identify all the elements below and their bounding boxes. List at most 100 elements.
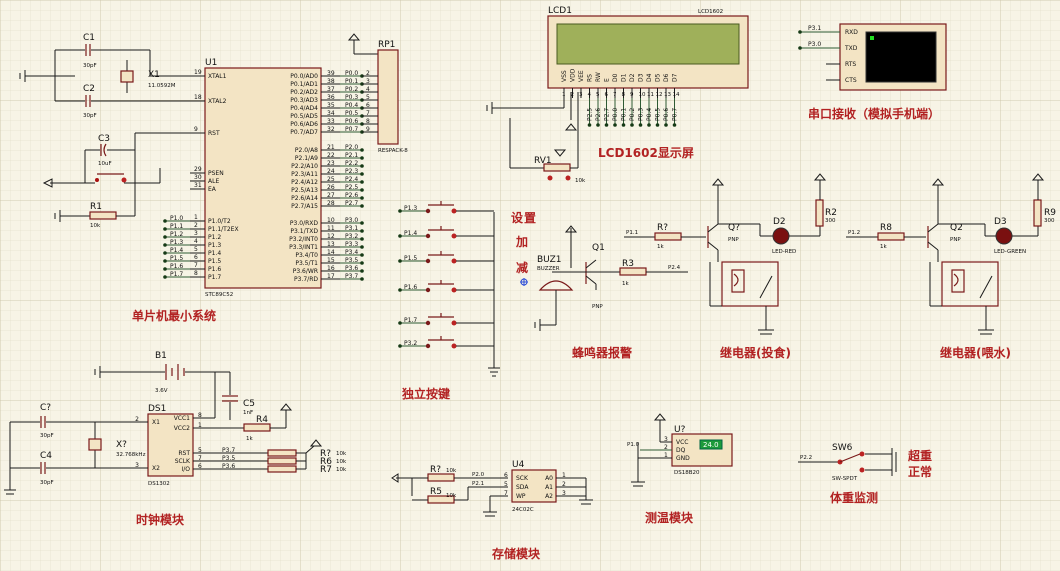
buzzer-ref: BUZ1 [537,255,562,265]
lcd-net-terminal [638,123,643,127]
mcu-right-net-label: P2.1 [345,152,358,159]
relay-feed-r-val: 1k [657,244,664,250]
u4-left-pin-name: SCK [516,475,529,482]
mcu-left-pin-name: P1.5 [208,258,221,265]
c3-ref: C3 [98,134,110,144]
key-set-label: 设 [511,210,524,225]
temp-pin-num: 1 [664,452,668,459]
lcd-net-label: P0.1 [621,108,628,121]
relay-water-r-val: 1k [880,244,887,250]
lcd-net-terminal [655,123,660,127]
lcd-pin-name: D3 [638,73,645,82]
mcu-right-net-terminal [360,156,364,160]
mcu-left-pin-num: 9 [194,126,198,133]
mcu-right-pin-num: 23 [327,160,335,167]
mcu-right-net-label: P2.2 [345,160,358,167]
weight-net: P2.2 [800,455,812,461]
buzzer-net: P2.4 [668,265,681,271]
relay-water-r-ref: R8 [880,223,892,233]
u4-ref: U4 [512,460,525,470]
relay-feed-r2-val: 300 [825,218,836,224]
title-storage: 存储模块 [491,546,541,561]
rp1-pin-num: 5 [366,94,370,101]
mcu-right-net-terminal [360,172,364,176]
lcd-pin-name: VSS [561,70,568,82]
mcu-right-pin-num: 34 [327,110,335,117]
mcu-left-net-label: P1.3 [170,239,183,246]
key-set-label-2: 置 [524,211,536,225]
rp1-pin-num: 6 [366,102,370,109]
key-net-label: P3.2 [404,340,417,347]
ds1302-right-pin-num: 1 [198,422,202,429]
key-net-terminal [398,259,402,263]
lcd-pin-num: 8 [622,92,626,98]
title-temp: 测温模块 [645,510,694,525]
mcu-left-net-terminal [163,251,167,255]
mcu-right-pin-name: P3.4/T0 [295,252,318,259]
temp-display: 24.0 [703,441,719,449]
rp1-pin-num: 3 [366,78,370,85]
lcd-pin-num: 3 [579,92,583,98]
mcu-right-pin-num: 11 [327,225,335,232]
mcu-right-pin-num: 32 [327,126,335,133]
mcu-right-pin-num: 13 [327,241,335,248]
lcd-part: LCD1602 [698,9,723,15]
title-keys: 独立按键 [401,386,450,401]
clock-section: B1 3.6V C5 1nF R4 1k DS1 DS1302 X12X23VC… [4,351,347,495]
mcu-left-pin-name: RST [208,130,220,137]
mcu-right-net-label: P2.7 [345,200,358,207]
key-net-terminal [398,321,402,325]
relay-feed-led-ref: D2 [773,217,786,227]
u4-right-pin-num: 3 [562,490,566,497]
independent-keys: P1.3P1.4P1.5P1.6P1.7P3.2 [398,201,500,377]
mcu-right-net-terminal [360,196,364,200]
rp1-pin-num: 8 [366,118,370,125]
mcu-left-pin-name: EA [208,186,217,193]
rp1-part: RESPACK-8 [378,148,408,154]
lcd-pin-name: D5 [655,73,662,82]
mcu-left-pin-num: 8 [194,270,198,277]
lcd-pin-num: 6 [605,92,609,98]
lcd-pin-num: 7 [613,92,617,98]
sw6-part: SW-SPDT [832,476,858,482]
mcu-right-pin-name: P0.2/AD2 [290,89,318,96]
ds1302-right-pin-num: 8 [198,412,202,419]
mcu-right-net-label: P3.1 [345,225,358,232]
rv1-val: 10k [575,178,586,184]
xq-ref: X? [116,440,127,450]
title-serial: 串口接收（模拟手机端） [808,106,940,121]
mcu-right-net-terminal [360,245,364,249]
relay-feed-section: P1.1 R? 1k Q? PNP D2 LED-RED R2 300 [624,173,837,335]
mcu-right-net-terminal [360,148,364,152]
ds1302-part: DS1302 [148,481,170,487]
rp1-ref: RP1 [378,40,395,50]
key-net-terminal [398,234,402,238]
mcu-right-net-label: P2.3 [345,168,358,175]
mcu-right-net-label: P0.2 [345,86,358,93]
mcu-right-pin-name: P2.1/A9 [295,155,318,162]
relay-water-r2-val: 300 [1044,218,1055,224]
mcu-right-net-label: P0.4 [345,102,358,109]
ds1302-left-pin-num: 3 [135,462,139,469]
c1-ref: C1 [83,33,95,43]
key-net-label: P1.7 [404,317,417,324]
mcu-right-pin-num: 25 [327,176,335,183]
mcu-left-pin-num: 7 [194,262,198,269]
storage-net-0: P2.0 [472,472,485,478]
mcu-left-pin-num: 19 [194,69,202,76]
mcu-left-pin-name: P1.2 [208,234,221,241]
clock-pullup-ref: R? [320,449,331,459]
mcu-u1[interactable]: U1 STC89C52 19XTAL118XTAL29RST29PSEN30AL… [163,58,364,298]
relay-water-net: P1.2 [848,230,860,236]
lcd-net-terminal [664,123,668,127]
mcu-right-net-label: P2.4 [345,176,358,183]
lcd-pin-num: 14 [673,92,680,98]
c2-val: 30pF [83,113,97,119]
temp-net: P1.0 [627,442,640,448]
b1-val: 3.6V [155,388,168,394]
lcd-net-terminal [630,123,634,127]
mcu-right-net-terminal [360,188,364,192]
mcu-right-pin-num: 12 [327,233,335,240]
mcu-right-net-label: P0.6 [345,118,358,125]
storage-r1-val: 10k [446,468,457,474]
